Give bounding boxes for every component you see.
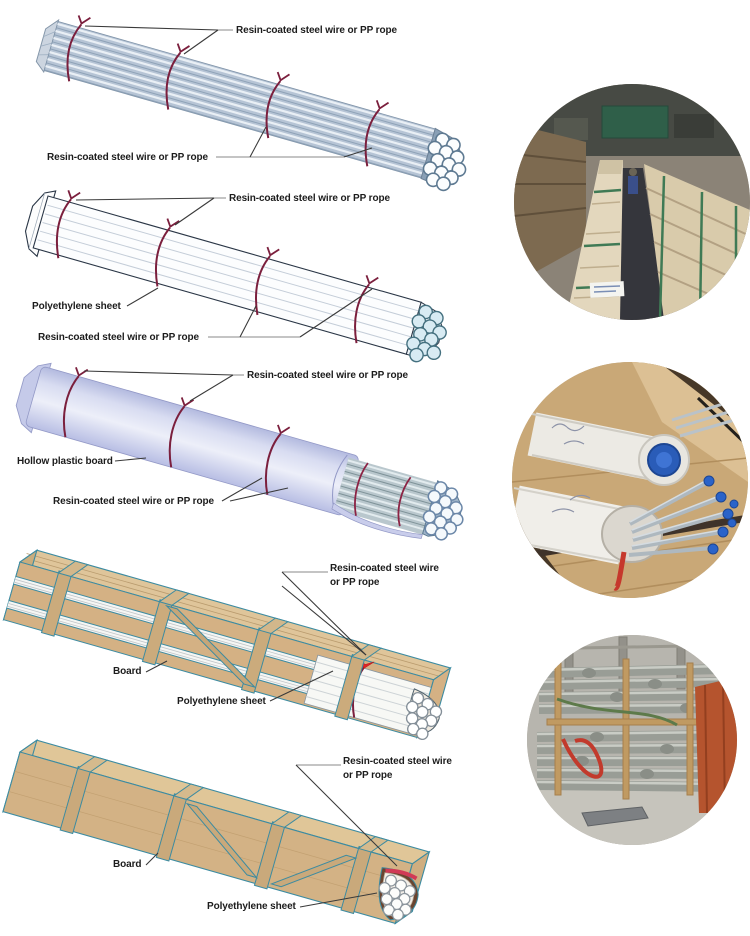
bundle-end-cap <box>35 18 60 74</box>
diagram-poly-wrapped <box>24 190 447 363</box>
pipe-end-circles <box>406 304 447 363</box>
pipe-end-circles <box>378 874 416 921</box>
box-battens <box>59 756 390 915</box>
leader-lines <box>145 571 367 702</box>
end-cutaway <box>378 867 419 921</box>
label-wire-rope: Resin-coated steel wire or PP rope <box>229 193 390 204</box>
wire-ties <box>62 367 412 527</box>
label-wire-rope-line2: or PP rope <box>330 577 380 588</box>
diagram-bundle-tied <box>35 15 467 192</box>
wire-ties <box>66 15 390 167</box>
diagram-closed-box <box>2 738 431 925</box>
pipe-end-circles <box>405 691 443 741</box>
label-board: Board <box>113 666 142 677</box>
pipe-end-circles <box>422 481 464 541</box>
photo-pipe-bundles-blue-caps <box>512 362 748 598</box>
leader-lines <box>84 25 373 158</box>
leader-lines <box>145 764 398 908</box>
label-wire-rope: Resin-coated steel wire or PP rope <box>53 496 214 507</box>
label-wire-rope: Resin-coated steel wire or PP rope <box>236 25 397 36</box>
label-wire-rope-line1: Resin-coated steel wire <box>330 563 439 574</box>
label-polyethylene-sheet: Polyethylene sheet <box>177 696 266 707</box>
label-board: Board <box>113 859 142 870</box>
exposed-pipes <box>333 457 438 535</box>
photo-stacked-grey-pipes <box>527 635 737 845</box>
label-polyethylene-sheet: Polyethylene sheet <box>32 301 121 312</box>
leader-lines <box>75 197 373 338</box>
leader-lines <box>83 370 289 502</box>
label-wire-rope: Resin-coated steel wire or PP rope <box>38 332 199 343</box>
diagram-hollow-board-wrapped <box>15 362 464 541</box>
red-tie-strip <box>385 868 418 881</box>
hollow-board-body <box>25 366 359 516</box>
diagonal-brace <box>269 854 358 888</box>
wire-ties <box>55 190 379 344</box>
pipe-end-circles <box>422 132 467 192</box>
label-wire-rope: Resin-coated steel wire or PP rope <box>47 152 208 163</box>
label-wire-rope: Resin-coated steel wire or PP rope <box>247 370 408 381</box>
label-wire-rope-line1: Resin-coated steel wire <box>343 756 452 767</box>
diagonal-brace <box>185 802 259 879</box>
diagram-open-crate <box>2 548 452 741</box>
label-wire-rope-line2: or PP rope <box>343 770 393 781</box>
label-polyethylene-sheet: Polyethylene sheet <box>207 901 296 912</box>
diagonal-brace <box>164 604 257 689</box>
crate-battens <box>40 560 383 721</box>
photo-crated-pipes-warehouse <box>514 84 750 320</box>
label-hollow-plastic-board: Hollow plastic board <box>17 456 113 467</box>
